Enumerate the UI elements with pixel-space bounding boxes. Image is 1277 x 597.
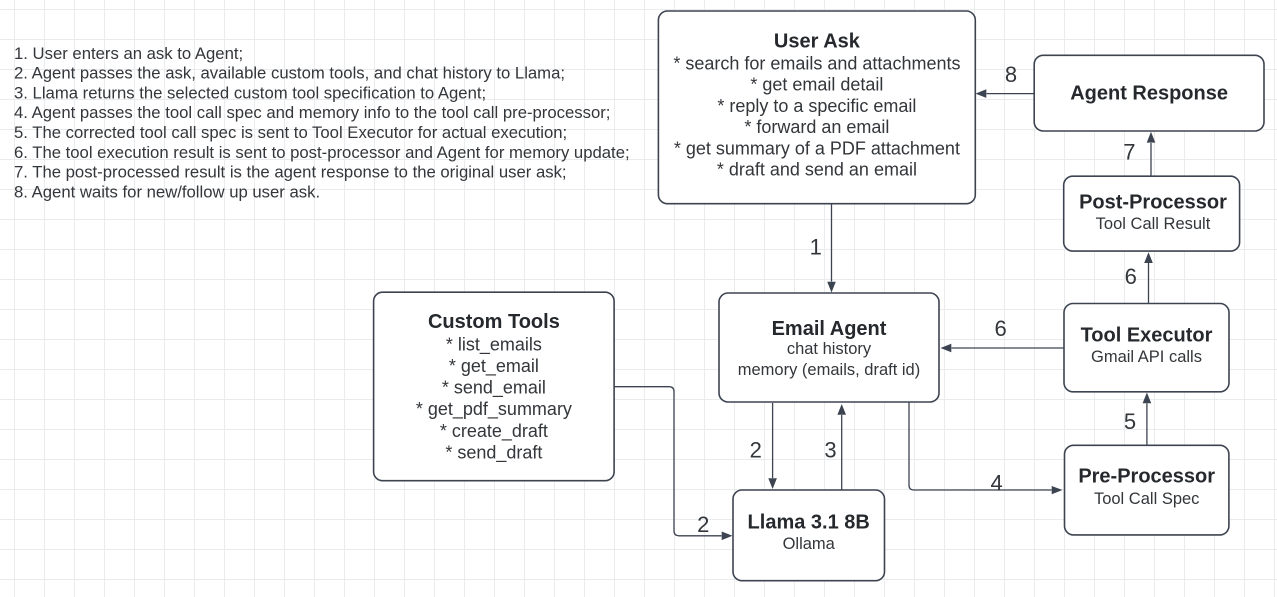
svg-text:3: 3	[824, 438, 836, 463]
svg-text:8: 8	[1005, 62, 1017, 87]
svg-text:5. The corrected tool call spe: 5. The corrected tool call spec is sent …	[14, 123, 567, 142]
svg-text:* get_email: * get_email	[449, 356, 539, 377]
svg-text:3. Llama returns the selected: 3. Llama returns the selected custom too…	[14, 83, 486, 102]
svg-text:7: 7	[1123, 140, 1135, 165]
svg-text:* draft and send an email: * draft and send an email	[717, 160, 917, 180]
svg-text:* forward an email: * forward an email	[744, 117, 889, 137]
svg-text:2: 2	[750, 438, 762, 463]
svg-text:Post-Processor: Post-Processor	[1079, 191, 1227, 213]
svg-text:* send_draft: * send_draft	[445, 442, 542, 463]
svg-text:Tool Call Spec: Tool Call Spec	[1094, 490, 1199, 508]
svg-text:4. Agent passes the tool call: 4. Agent passes the tool call spec and m…	[14, 103, 610, 122]
svg-text:7. The post-processed result i: 7. The post-processed result is the agen…	[14, 163, 567, 182]
svg-text:Ollama: Ollama	[783, 535, 836, 553]
svg-text:* get email detail: * get email detail	[750, 75, 883, 95]
svg-text:6. The tool execution result i: 6. The tool execution result is sent to …	[14, 143, 630, 162]
svg-text:* search for emails and attach: * search for emails and attachments	[673, 54, 960, 74]
svg-text:* reply to a specific email: * reply to a specific email	[717, 96, 916, 116]
svg-text:* send_email: * send_email	[442, 378, 546, 399]
svg-text:* get_pdf_summary: * get_pdf_summary	[416, 399, 572, 420]
svg-text:Tool Call Result: Tool Call Result	[1096, 215, 1211, 233]
svg-text:User Ask: User Ask	[774, 31, 861, 53]
svg-text:6: 6	[1125, 264, 1137, 289]
svg-text:6: 6	[994, 316, 1006, 341]
svg-text:* list_emails: * list_emails	[446, 334, 542, 355]
svg-text:8. Agent waits for new/follow: 8. Agent waits for new/follow up user as…	[14, 182, 320, 201]
svg-text:4: 4	[990, 470, 1002, 495]
svg-text:* create_draft: * create_draft	[440, 421, 548, 442]
svg-text:Tool Executor: Tool Executor	[1081, 325, 1213, 347]
svg-text:1: 1	[810, 235, 822, 260]
svg-text:Custom Tools: Custom Tools	[428, 311, 560, 333]
svg-text:Gmail API calls: Gmail API calls	[1091, 348, 1202, 366]
svg-text:2: 2	[697, 512, 709, 537]
svg-text:Email Agent: Email Agent	[772, 318, 887, 340]
svg-text:Agent Response: Agent Response	[1070, 82, 1228, 104]
svg-text:5: 5	[1124, 409, 1136, 434]
svg-text:2. Agent passes the ask, avail: 2. Agent passes the ask, available custo…	[14, 64, 565, 83]
svg-text:1. User enters an ask to Agent: 1. User enters an ask to Agent;	[14, 44, 243, 63]
svg-text:* get summary of a PDF attachm: * get summary of a PDF attachment	[674, 138, 960, 158]
svg-text:chat history: chat history	[787, 340, 872, 358]
svg-text:Llama 3.1 8B: Llama 3.1 8B	[748, 512, 870, 534]
svg-text:memory (emails, draft id): memory (emails, draft id)	[738, 361, 920, 379]
svg-text:Pre-Processor: Pre-Processor	[1078, 466, 1215, 488]
